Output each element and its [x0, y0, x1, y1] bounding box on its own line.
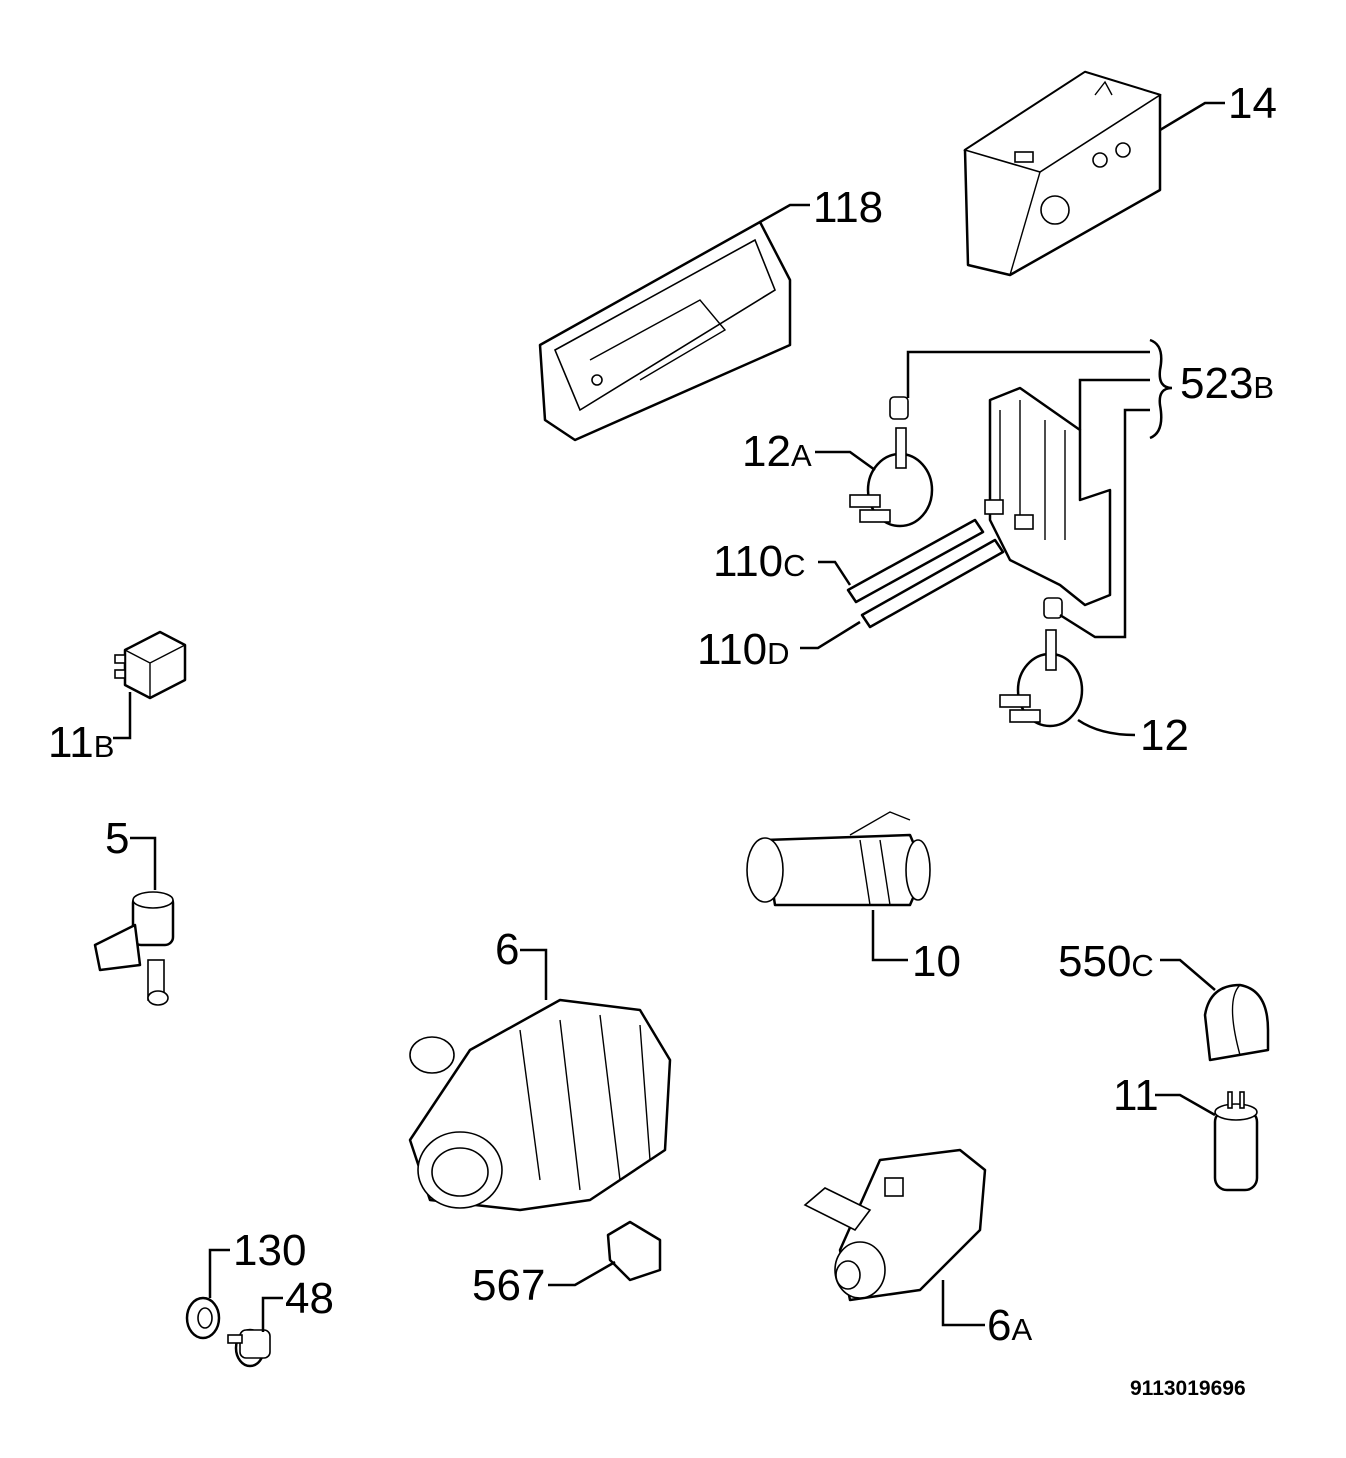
label-12a: 12A — [742, 427, 812, 476]
part-12-pressure-switch[interactable] — [999, 629, 1084, 728]
label-110c: 110C — [713, 537, 806, 586]
part-48-plug[interactable] — [227, 1328, 271, 1368]
label-11: 11 — [1113, 1071, 1159, 1120]
label-118: 118 — [813, 183, 883, 232]
label-6a: 6A — [987, 1301, 1032, 1350]
label-130: 130 — [233, 1226, 306, 1275]
part-130-seal[interactable] — [185, 1296, 221, 1340]
label-567: 567 — [472, 1261, 545, 1310]
part-14-control-module[interactable] — [963, 70, 1162, 277]
part-11b-relay[interactable] — [114, 630, 187, 700]
part-523b-pressure-chamber[interactable] — [889, 386, 1112, 619]
part-10-heater[interactable] — [746, 811, 931, 907]
label-550c: 550C — [1058, 937, 1154, 986]
part-6a-drain-pump[interactable] — [803, 1148, 987, 1302]
label-10: 10 — [912, 937, 961, 986]
part-12a-pressure-switch[interactable] — [849, 427, 934, 528]
label-14: 14 — [1228, 79, 1277, 128]
part-550c-cap[interactable] — [1203, 983, 1270, 1062]
label-6: 6 — [495, 925, 519, 974]
part-110c-tube[interactable] — [846, 518, 985, 604]
part-11-capacitor[interactable] — [1213, 1091, 1259, 1192]
leader-lines — [113, 101, 1225, 1332]
part-110d-tube[interactable] — [860, 538, 1005, 629]
label-523b: 523B — [1180, 359, 1274, 408]
part-5-inlet-valve[interactable] — [93, 891, 175, 1006]
label-48: 48 — [285, 1274, 334, 1323]
label-12: 12 — [1140, 711, 1189, 760]
part-6-circulation-pump[interactable] — [408, 998, 672, 1212]
label-5: 5 — [105, 814, 129, 863]
part-118-dispenser[interactable] — [538, 220, 792, 442]
label-110d: 110D — [697, 625, 790, 674]
part-567-clip[interactable] — [606, 1220, 662, 1282]
diagram-code: 9113019696 — [1130, 1377, 1246, 1400]
label-11b: 11B — [48, 718, 114, 767]
